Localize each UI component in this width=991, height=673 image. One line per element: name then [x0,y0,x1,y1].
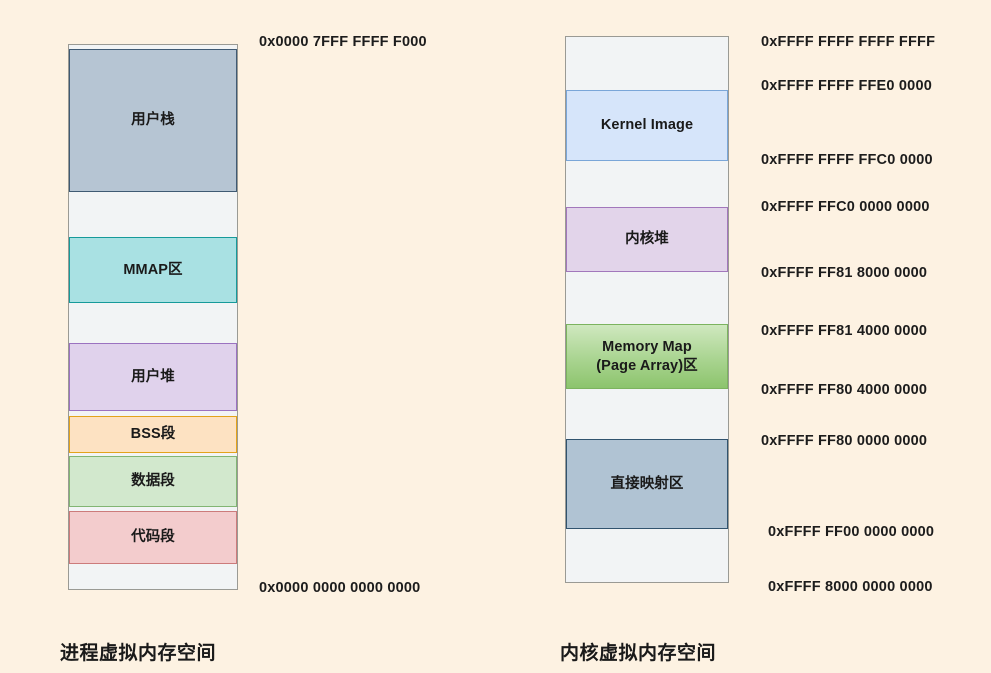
memory-block-text-segment[interactable]: 代码段 [69,511,237,564]
memory-block-mmap-area[interactable]: MMAP区 [69,237,237,303]
memory-block-bss-segment[interactable]: BSS段 [69,416,237,453]
address-label-ffff-ff00-0000-0000: 0xFFFF FF00 0000 0000 [768,524,935,540]
memory-block-direct-map[interactable]: 直接映射区 [566,439,728,529]
memory-block-kernel-heap-gap [566,272,728,324]
memory-block-user-stack[interactable]: 用户栈 [69,49,237,192]
address-label-ffff-ffc0-0000-0000: 0xFFFF FFC0 0000 0000 [761,199,930,215]
address-label-ffff-8000-0000-0000: 0xFFFF 8000 0000 0000 [768,579,933,595]
address-label-user-stack-top: 0x0000 7FFF FFFF F000 [259,34,427,50]
address-label-ffff-ffff-ffff-ffff: 0xFFFF FFFF FFFF FFFF [761,34,936,50]
memory-block-kernel-image-gap [566,161,728,207]
memory-block-label: Kernel Image [600,117,694,134]
memory-block-memory-map-gap [566,389,728,439]
address-label-ffff-ff80-4000-0000: 0xFFFF FF80 4000 0000 [761,382,928,398]
memory-block-direct-map-gap [566,529,728,584]
memory-block-label: Memory Map (Page Array)区 [596,339,698,374]
memory-block-mmap-gap [69,303,237,343]
memory-block-user-stack-gap [69,192,237,237]
memory-block-label: BSS段 [130,426,176,443]
memory-block-label: 直接映射区 [610,475,684,492]
memory-block-label: MMAP区 [123,261,183,278]
memory-block-bottom-gap [69,564,237,591]
caption-process-virtual-memory-space: 进程虚拟内存空间 [60,643,217,664]
memory-block-kernel-image[interactable]: Kernel Image [566,90,728,161]
address-label-ffff-ff80-0000-0000: 0xFFFF FF80 0000 0000 [761,433,928,449]
process-virtual-memory-column: 用户栈 MMAP区 用户堆 BSS段 数据段 代码段 [68,44,238,590]
memory-block-label: 数据段 [131,473,175,490]
kernel-virtual-memory-column: Kernel Image 内核堆 Memory Map (Page Array)… [565,36,729,583]
memory-block-label: 用户栈 [131,112,175,129]
memory-block-label: 用户堆 [131,368,175,385]
caption-kernel-virtual-memory-space: 内核虚拟内存空间 [560,643,717,664]
kernel-memory-stack: Kernel Image 内核堆 Memory Map (Page Array)… [565,36,729,583]
memory-block-memory-map[interactable]: Memory Map (Page Array)区 [566,324,728,389]
address-label-ffff-ffff-ffe0-0000: 0xFFFF FFFF FFE0 0000 [761,78,932,94]
memory-block-label: 内核堆 [625,231,669,248]
address-label-ffff-ff81-4000-0000: 0xFFFF FF81 4000 0000 [761,323,928,339]
memory-block-label: 代码段 [131,529,175,546]
process-memory-stack: 用户栈 MMAP区 用户堆 BSS段 数据段 代码段 [68,44,238,590]
memory-block-kernel-heap[interactable]: 内核堆 [566,207,728,272]
address-label-process-space-base: 0x0000 0000 0000 0000 [259,580,421,596]
address-label-ffff-ff81-8000-0000: 0xFFFF FF81 8000 0000 [761,265,928,281]
address-label-ffff-ffff-ffc0-0000: 0xFFFF FFFF FFC0 0000 [761,152,933,168]
memory-block-user-heap[interactable]: 用户堆 [69,343,237,411]
memory-block-kernel-top-gap [566,37,728,90]
memory-block-data-segment[interactable]: 数据段 [69,456,237,507]
